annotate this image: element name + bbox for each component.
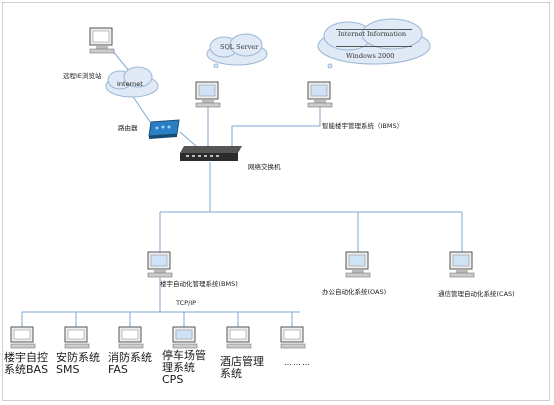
bas-workstation-icon xyxy=(10,326,36,349)
oas-workstation-icon xyxy=(345,251,371,278)
subsystem-hotel-line1: 酒店管理 xyxy=(220,355,264,368)
switch-label: 网络交换机 xyxy=(248,163,281,171)
internet-cloud-icon xyxy=(105,66,159,98)
router-icon xyxy=(148,119,180,139)
sql-server-label: SQL Server xyxy=(220,43,259,51)
ibms-label: 智能楼宇管理系统（IBMS） xyxy=(322,122,404,130)
bms-label: 楼宇自动化管理系统(BMS) xyxy=(160,280,238,288)
cas-workstation-icon xyxy=(449,251,475,278)
bms-workstation-icon xyxy=(147,251,173,278)
subsystem-fas-line2: FAS xyxy=(108,363,128,376)
subsystem-cps-label: 停车场管 理系统 CPS xyxy=(162,350,206,386)
sql-workstation-icon xyxy=(195,81,221,108)
subsystem-bas-line2: 系统BAS xyxy=(4,363,49,376)
remote-ie-label: 远程IE浏览站 xyxy=(63,72,102,80)
internet-label: Internet xyxy=(117,80,143,88)
subsystem-hotel-line2: 系统 xyxy=(220,367,242,380)
subsystem-bas-line1: 楼宇自控 xyxy=(4,351,48,364)
remote-workstation-icon xyxy=(89,27,115,54)
fas-workstation-icon xyxy=(118,326,144,349)
subsystem-hotel-label: 酒店管理 系统 xyxy=(220,356,264,380)
router-label: 路由器 xyxy=(118,124,138,132)
cas-label: 通信管理自动化系统(CAS) xyxy=(438,290,515,298)
subsystem-cps-line2: 理系统 xyxy=(162,361,195,374)
subsystem-fas-label: 消防系统 FAS xyxy=(108,352,152,376)
subsystem-sms-label: 安防系统 SMS xyxy=(56,352,100,376)
iis-label: Internet Information xyxy=(338,30,407,38)
subsystem-fas-line1: 消防系统 xyxy=(108,351,152,364)
ibms-workstation-icon xyxy=(307,81,333,108)
tcpip-label: TCP/IP xyxy=(176,299,197,307)
sql-server-cloud-icon xyxy=(206,33,268,68)
subsystem-sms-line1: 安防系统 xyxy=(56,351,100,364)
windows-2000-label: Windows 2000 xyxy=(346,52,395,60)
subsystem-cps-line1: 停车场管 xyxy=(162,349,206,362)
iis-cloud-icon xyxy=(317,18,431,69)
hotel-workstation-icon xyxy=(226,326,252,349)
subsystem-cps-line3: CPS xyxy=(162,373,184,386)
diagram-border xyxy=(2,2,550,401)
network-switch-icon xyxy=(180,146,242,161)
extra-workstation-icon xyxy=(280,326,306,349)
sms-workstation-icon xyxy=(64,326,90,349)
subsystem-bas-label: 楼宇自控 系统BAS xyxy=(4,352,48,376)
oas-label: 办公自动化系统(OAS) xyxy=(322,288,387,296)
more-subsystems-ellipsis: ……… xyxy=(284,358,311,367)
subsystem-sms-line2: SMS xyxy=(56,363,80,376)
cps-workstation-icon xyxy=(172,326,198,349)
